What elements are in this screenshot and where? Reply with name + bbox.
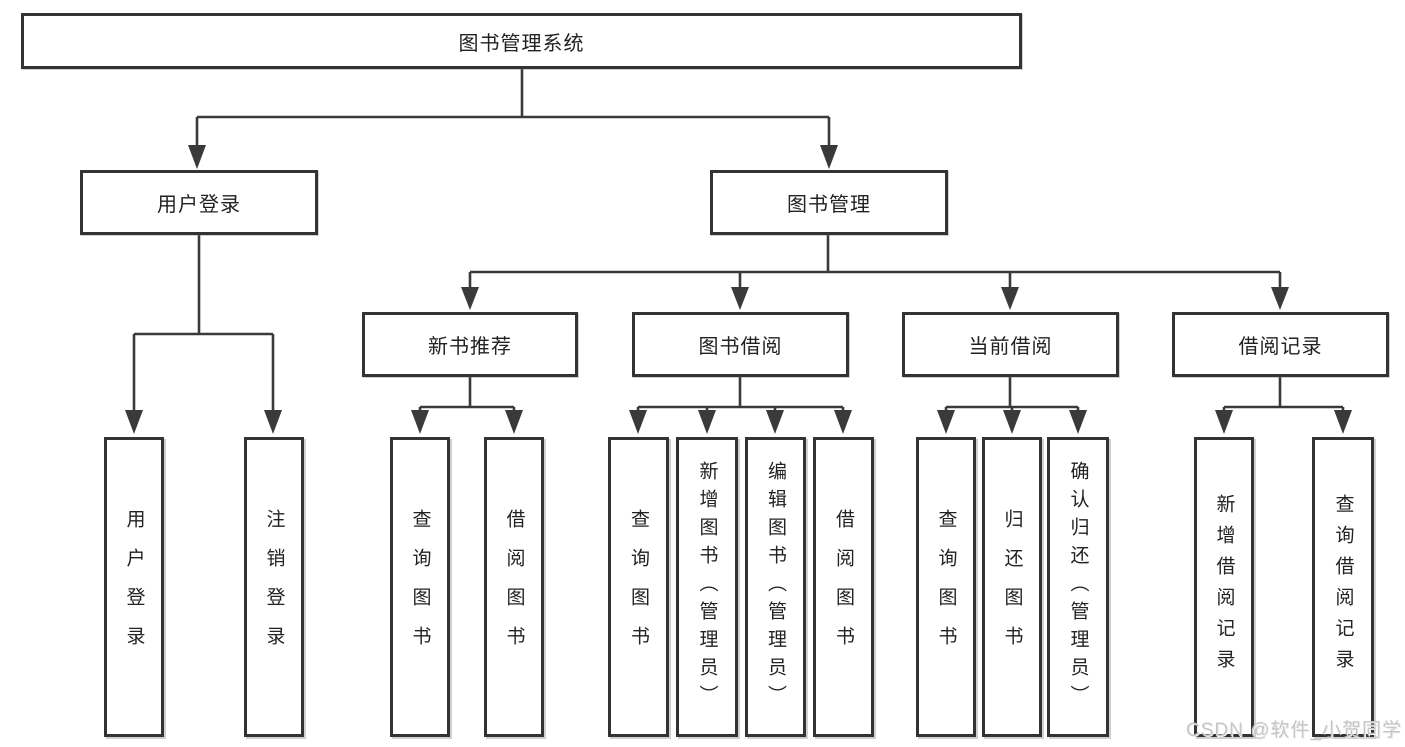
leaf-confirm-return-admin: 确认归还（管理员） <box>1047 437 1109 737</box>
node-label: 用户登录 <box>157 194 241 216</box>
connector-user-login-to-leaves <box>125 235 282 434</box>
leaf-label: 借阅图书 <box>503 509 525 665</box>
leaf-query-books: 查询图书 <box>390 437 450 737</box>
leaf-query-books: 查询图书 <box>608 437 669 737</box>
connector-book-borrow-to-leaves <box>629 377 852 434</box>
leaf-label: 查询图书 <box>935 509 957 665</box>
leaf-label: 确认归还（管理员） <box>1067 461 1089 713</box>
leaf-add-borrow-record: 新增借阅记录 <box>1194 437 1254 737</box>
connector-current-borrow-to-leaves <box>937 377 1087 434</box>
leaf-label: 编辑图书（管理员） <box>765 461 786 713</box>
leaf-label: 查询借阅记录 <box>1332 494 1354 680</box>
leaf-logout: 注销登录 <box>244 437 304 737</box>
csdn-watermark: CSDN @软件_小贺同学 <box>1186 720 1402 741</box>
connector-book-mgmt-to-level3 <box>461 235 1289 310</box>
leaf-query-borrow-record: 查询借阅记录 <box>1312 437 1374 737</box>
connector-borrow-records-to-leaves <box>1215 377 1352 434</box>
node-root-system: 图书管理系统 <box>21 13 1022 69</box>
node-current-borrow: 当前借阅 <box>902 312 1119 377</box>
node-label: 图书管理 <box>787 194 871 216</box>
leaf-add-books-admin: 新增图书（管理员） <box>676 437 738 737</box>
leaf-label: 归还图书 <box>1001 509 1023 665</box>
leaf-label: 查询图书 <box>628 509 649 665</box>
leaf-label: 用户登录 <box>123 509 145 665</box>
connector-new-book-to-leaves <box>411 377 523 434</box>
node-label: 图书借阅 <box>698 336 783 358</box>
node-label: 借阅记录 <box>1238 336 1323 358</box>
leaf-edit-books-admin: 编辑图书（管理员） <box>745 437 806 737</box>
node-new-book-recommend: 新书推荐 <box>362 312 578 377</box>
leaf-label: 注销登录 <box>263 509 285 665</box>
leaf-user-login: 用户登录 <box>104 437 164 737</box>
node-borrow-records: 借阅记录 <box>1172 312 1389 377</box>
leaf-label: 查询图书 <box>409 509 431 665</box>
leaf-label: 新增图书（管理员） <box>696 461 718 713</box>
connector-root-to-level2 <box>188 68 838 169</box>
node-book-management: 图书管理 <box>710 170 948 235</box>
leaf-query-books: 查询图书 <box>916 437 976 737</box>
leaf-borrow-books: 借阅图书 <box>813 437 874 737</box>
node-user-login: 用户登录 <box>80 170 318 235</box>
node-label: 当前借阅 <box>968 336 1053 358</box>
leaf-borrow-books: 借阅图书 <box>484 437 544 737</box>
leaf-label: 新增借阅记录 <box>1213 494 1235 680</box>
node-book-borrow: 图书借阅 <box>632 312 849 377</box>
node-root-label: 图书管理系统 <box>458 32 585 55</box>
node-label: 新书推荐 <box>428 336 512 358</box>
leaf-return-books: 归还图书 <box>982 437 1042 737</box>
leaf-label: 借阅图书 <box>833 509 854 665</box>
